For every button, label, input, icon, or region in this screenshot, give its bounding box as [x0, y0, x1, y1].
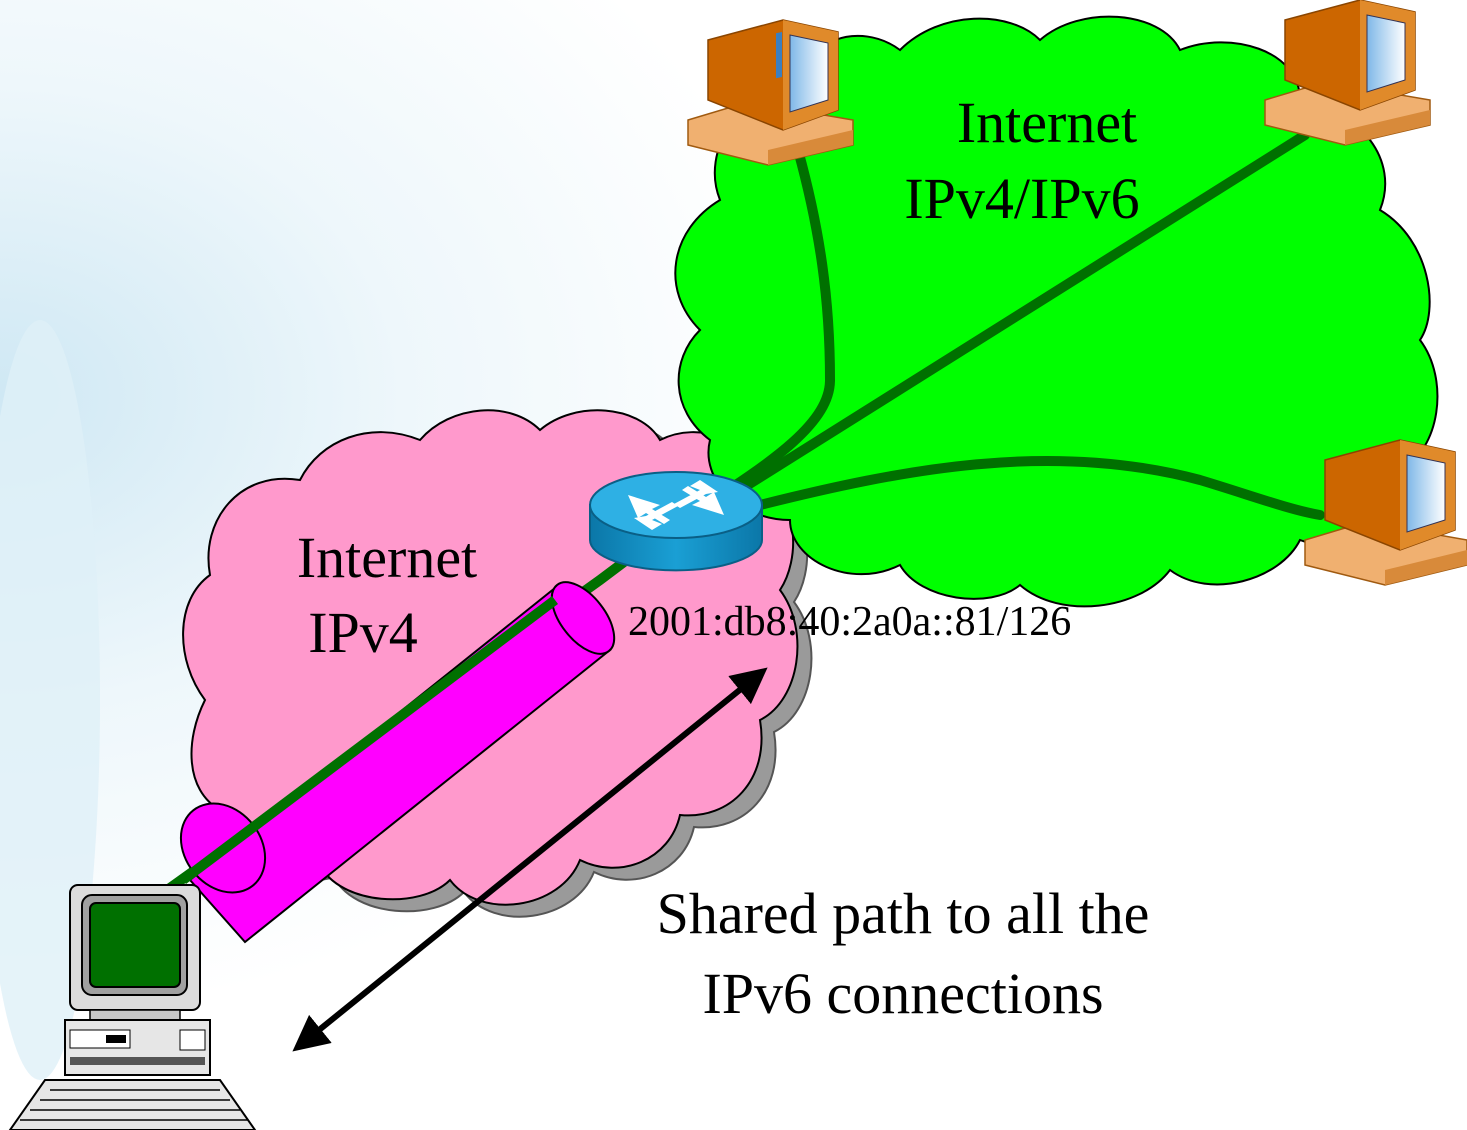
ipv4-cloud-label-line2: IPv4: [308, 600, 418, 665]
host-computer-icon: [1304, 439, 1467, 586]
link-router-host1: [675, 145, 836, 525]
host-computer-icon: [687, 19, 854, 166]
dual-cloud-label-line2: IPv4/IPv6: [904, 166, 1139, 231]
dual-cloud-label-line1: Internet: [957, 90, 1137, 155]
annotation-line2: IPv6 connections: [702, 961, 1103, 1026]
router-address: 2001:db8:40:2a0a::81/126: [628, 599, 1071, 645]
link-router-host2: [695, 130, 1310, 520]
ipv4-cloud-label-line1: Internet: [297, 525, 477, 590]
shared-path-arrow: [292, 667, 768, 1052]
link-router-host3: [755, 455, 1325, 520]
annotation-line1: Shared path to all the: [657, 881, 1150, 946]
router-icon: [589, 471, 763, 572]
host-computer-icon: [1264, 0, 1431, 146]
client-computer-icon: [8, 884, 257, 1130]
